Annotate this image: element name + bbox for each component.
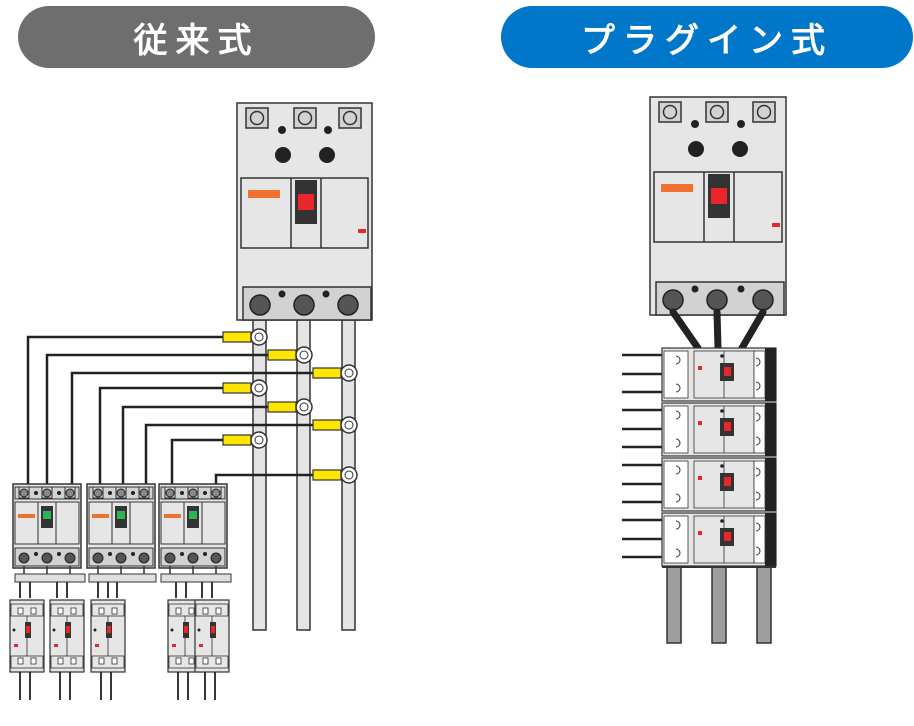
plugin-bus-bars [666,564,772,644]
small-breaker-1 [9,599,45,673]
plugin-diagram [622,96,787,644]
branch-breaker-3 [158,483,228,569]
plugin-header-label: プラグイン式 [581,20,833,61]
plugin-breaker-unit-4 [661,512,777,567]
plugin-main-breaker [649,96,787,316]
plugin-header-badge: プラグイン式 [501,6,913,68]
small-breaker-output-wires [19,672,216,700]
plugin-connectors [669,308,767,352]
conventional-diagram [9,102,373,700]
conventional-bus-lugs [222,328,358,484]
plugin-breaker-unit-3 [661,457,777,512]
plugin-main-breaker-handle [711,188,727,204]
conventional-header-label: 従来式 [133,20,260,61]
plugin-bus-bar-2 [711,564,727,644]
small-breaker-wires [19,582,213,598]
conventional-feeder-wires [26,335,315,487]
plugin-breaker-unit-1 [661,347,777,402]
plugin-input-wires [622,353,665,559]
branch-output-bars [14,566,232,583]
small-breaker-5 [194,599,230,673]
conventional-header-badge: 従来式 [18,6,375,68]
plugin-bus-bar-3 [756,564,772,644]
plugin-breaker-unit-2 [661,402,777,457]
plugin-bus-bar-1 [666,564,682,644]
conventional-main-breaker [236,102,373,321]
branch-breaker-1 [12,483,82,569]
branch-breaker-2 [86,483,156,569]
main-breaker-handle [298,194,314,210]
small-breaker-3 [90,599,126,673]
small-breaker-2 [49,599,85,673]
plugin-block-base [662,566,776,568]
